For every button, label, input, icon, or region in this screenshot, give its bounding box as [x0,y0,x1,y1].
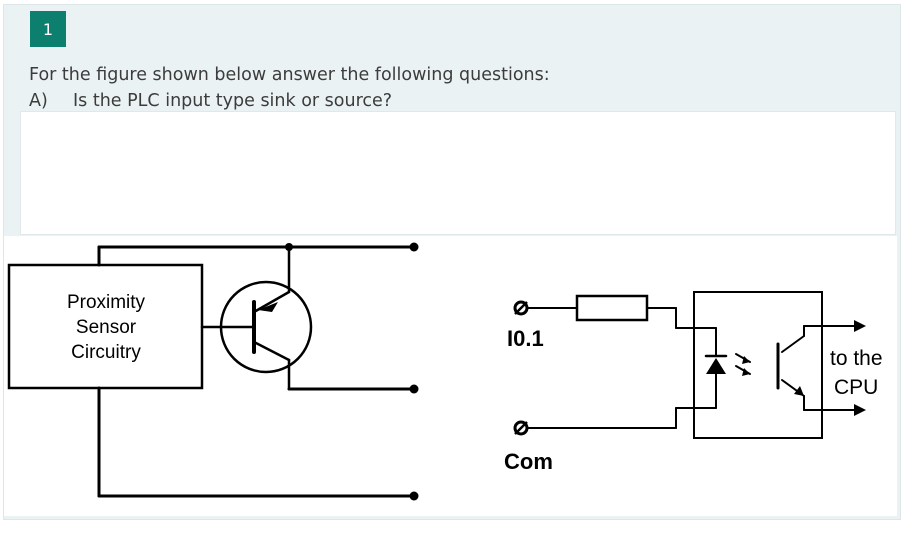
cpu-label-line1: to the [830,347,883,370]
answer-text-area[interactable] [20,111,896,235]
question-part-a: A) Is the PLC input type sink or source? [29,88,550,114]
input-label: I0.1 [507,326,544,351]
input-resistor [575,294,649,322]
sensor-label-line3: Circuitry [71,342,141,363]
question-intro: For the figure shown below answer the fo… [29,65,550,85]
part-text: Is the PLC input type sink or source? [73,91,393,111]
optocoupler-box [693,291,823,439]
circuit-diagram: Proximity Sensor Circuitry I0.1 Com to t… [7,242,883,501]
sensor-label-line1: Proximity [67,292,146,313]
sensor-label-line2: Sensor [76,317,137,338]
circuit-figure: Proximity Sensor Circuitry I0.1 Com to t… [4,236,897,516]
question-number-badge: 1 [30,11,66,47]
com-label: Com [504,449,553,474]
part-label: A) [29,91,48,111]
question-text: For the figure shown below answer the fo… [29,62,550,114]
cpu-label-line2: CPU [834,376,878,399]
